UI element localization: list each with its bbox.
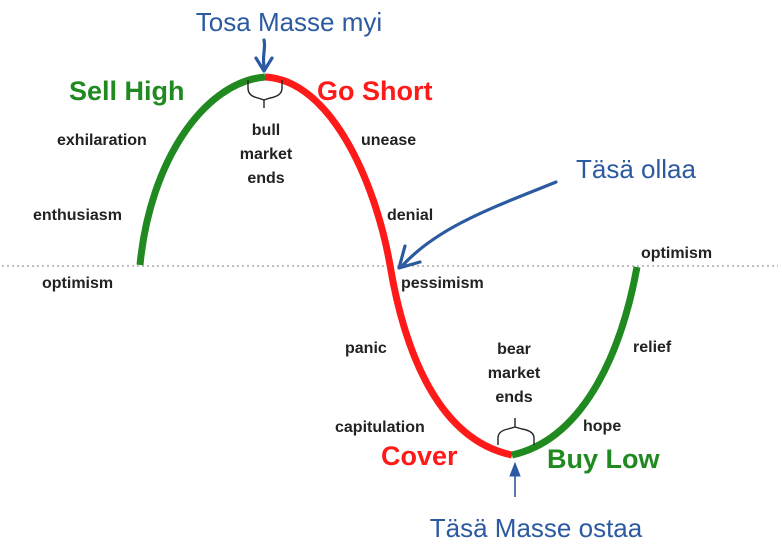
annotation-middle: Täsä ollaa — [576, 154, 696, 184]
curve-recovery — [511, 266, 641, 459]
emotion-label-hope: hope — [583, 418, 621, 435]
emotion-label-enthusiasm: enthusiasm — [33, 207, 122, 224]
emotion-label-capitulation: capitulation — [335, 419, 425, 436]
go-short-heading: Go Short — [317, 76, 433, 106]
arrow-up-icon — [509, 461, 521, 497]
bull-note-line-3: ends — [247, 170, 284, 187]
buy-low-heading: Buy Low — [547, 444, 660, 474]
arrow-down-icon — [254, 38, 274, 73]
emotion-label-panic: panic — [345, 340, 387, 357]
cover-heading: Cover — [381, 441, 458, 471]
curve-decline — [264, 73, 513, 459]
curve-bull-rise — [136, 73, 266, 266]
annotation-bottom: Täsä Masse ostaa — [430, 513, 643, 543]
bear-note-line-2: market — [488, 365, 541, 382]
annotation-top: Tosa Masse myi — [196, 7, 382, 37]
emotion-label-optimism-right: optimism — [641, 245, 712, 262]
emotion-label-relief: relief — [633, 339, 672, 356]
emotion-label-pessimism: pessimism — [401, 275, 484, 292]
emotion-label-optimism-left: optimism — [42, 275, 113, 292]
sell-high-heading: Sell High — [69, 76, 185, 106]
emotion-label-denial: denial — [387, 207, 433, 224]
emotion-label-exhilaration: exhilaration — [57, 132, 147, 149]
bull-market-brace — [247, 80, 283, 108]
bear-note-line-1: bear — [497, 341, 531, 358]
emotion-label-unease: unease — [361, 132, 416, 149]
bull-note-line-1: bull — [252, 122, 280, 139]
bull-note-line-2: market — [240, 146, 293, 163]
bear-note-line-3: ends — [495, 389, 532, 406]
bear-market-brace — [497, 418, 535, 445]
arrow-left-icon — [397, 180, 558, 270]
